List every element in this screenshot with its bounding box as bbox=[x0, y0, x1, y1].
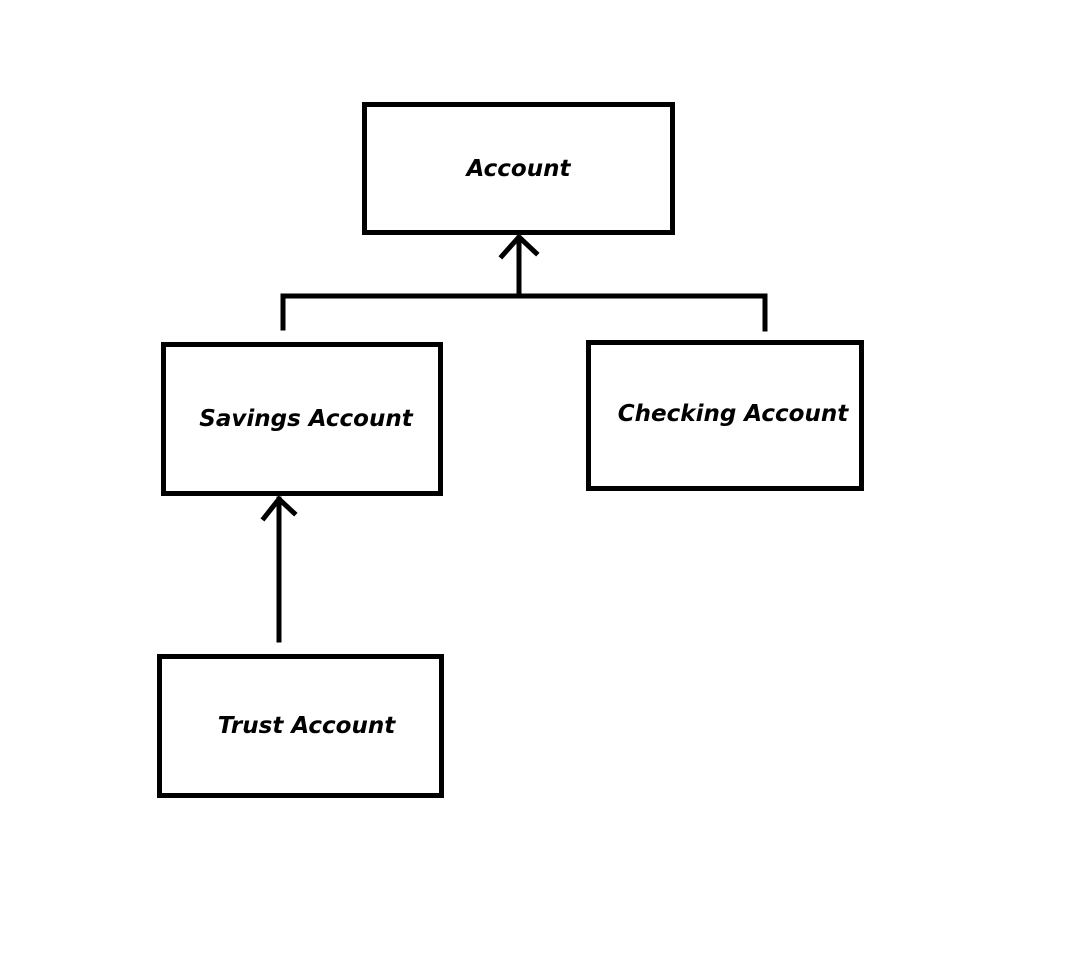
arrowhead-account bbox=[498, 233, 540, 260]
node-trust-account-label: Trust Account bbox=[217, 713, 396, 739]
edge-savings-to-account bbox=[280, 293, 522, 331]
edge-checking-to-account bbox=[516, 293, 768, 332]
node-trust-account: Trust Account bbox=[157, 654, 444, 798]
node-checking-account-label: Checking Account bbox=[617, 400, 849, 427]
node-savings-account-label: Savings Account bbox=[199, 406, 413, 432]
node-checking-account: Checking Account bbox=[586, 340, 864, 491]
node-savings-account: Savings Account bbox=[161, 342, 443, 496]
node-account-label: Account bbox=[466, 155, 571, 182]
node-account: Account bbox=[362, 102, 675, 235]
arrowhead-savings bbox=[260, 495, 298, 522]
